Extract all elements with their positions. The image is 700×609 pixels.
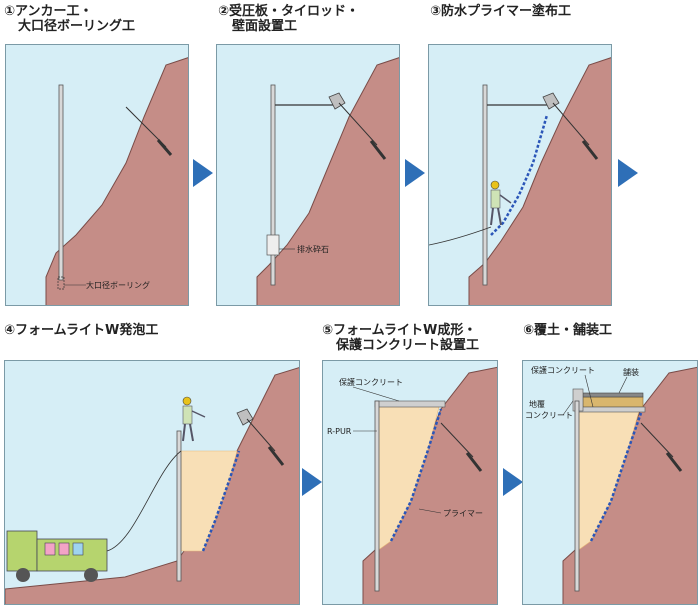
h-pile [574, 400, 580, 592]
panel-step-6: 保護コンクリート 舗装 地覆 コンクリート [522, 360, 698, 605]
anchor-body [267, 446, 285, 466]
pavement [582, 392, 644, 398]
truck [6, 530, 108, 582]
panel-4-diagram [5, 367, 299, 604]
step-3-number: ③ [430, 4, 442, 19]
step-1-title-line2: 大口径ボーリング工 [18, 19, 136, 34]
protective-concrete [574, 406, 646, 413]
h-pile [176, 430, 182, 582]
boring-hole [57, 276, 65, 290]
step-2-title-line1: 受圧板・タイロッド・ [229, 4, 360, 19]
ground-slope [468, 57, 611, 305]
label-curb-line1: 地覆 [529, 399, 545, 409]
anchor-body [369, 140, 387, 160]
panel-1-diagram: 大口径ボーリング [45, 57, 188, 305]
step-3-title-line1: 防水プライマー塗布工 [441, 4, 572, 19]
anchor-body [156, 139, 173, 156]
panel-step-2: 排水砕石 [216, 44, 400, 306]
step-6-title: ⑥覆土・舗装工 [523, 323, 612, 338]
anchor-body [465, 452, 483, 472]
label-pavement: 舗装 [623, 367, 639, 377]
panel-5-diagram: 保護コンクリート R-PUR プライマー [327, 366, 497, 604]
arrow-right-icon [503, 468, 523, 496]
hose [429, 226, 492, 246]
arrow-right-icon [302, 468, 322, 496]
step-1-number: ① [4, 4, 16, 19]
step-2-title: ②受圧板・タイロッド・ 壁面設置工 [218, 4, 359, 34]
step-6-title-line1: 覆土・舗装工 [534, 323, 613, 338]
panel-3-diagram [429, 57, 611, 305]
step-2-title-line2: 壁面設置工 [232, 19, 298, 34]
step-5-number: ⑤ [322, 323, 334, 338]
step-1-title-line1: アンカー工・ [15, 4, 93, 19]
panel-2-diagram: 排水砕石 [256, 57, 399, 305]
anchor-tendon [338, 102, 378, 146]
label-primer: プライマー [443, 509, 483, 518]
arrow-right-icon [193, 159, 213, 187]
h-pile [270, 84, 276, 286]
step-4-title-line1: フォームライトW発泡工 [15, 323, 159, 338]
ground-slope [256, 57, 399, 305]
arrow-right-icon [618, 159, 638, 187]
h-pile [58, 84, 64, 281]
primer-coating [490, 114, 549, 236]
label-protective-concrete: 保護コンクリート [339, 377, 403, 387]
label-r-pur: R-PUR [327, 427, 352, 436]
label-drain-gravel: 排水砕石 [297, 244, 329, 254]
step-4-number: ④ [4, 323, 16, 338]
primer-coating [589, 412, 643, 542]
protective-concrete [374, 400, 446, 408]
arrow-right-icon [405, 159, 425, 187]
anchor-tendon [440, 422, 474, 458]
h-pile [374, 400, 380, 592]
primer-coating [201, 450, 241, 552]
panel-step-3 [428, 44, 612, 306]
step-6-number: ⑥ [523, 323, 535, 338]
step-3-title: ③防水プライマー塗布工 [430, 4, 571, 19]
label-protective-concrete: 保護コンクリート [531, 365, 595, 375]
label-curb-line2: コンクリート [525, 411, 573, 420]
step-4-title: ④フォームライトW発泡工 [4, 323, 158, 338]
anchor-body [665, 452, 683, 472]
ground-slope [45, 57, 188, 305]
panel-step-1: 大口径ボーリング [5, 44, 189, 306]
anchor-tendon [640, 422, 674, 458]
anchor-body [581, 140, 599, 160]
h-pile [482, 84, 488, 286]
hose [106, 450, 182, 552]
step-5-title-line2: 保護コンクリート設置工 [336, 338, 480, 353]
panel-6-diagram: 保護コンクリート 舗装 地覆 コンクリート [525, 365, 697, 604]
worker-figure [490, 180, 512, 226]
anchor-tendon [552, 102, 590, 146]
step-5-title: ⑤フォームライトW成形・ 保護コンクリート設置工 [322, 323, 479, 353]
anchor-tendon [246, 418, 276, 452]
worker-figure [182, 396, 206, 442]
drain-gravel [266, 234, 280, 256]
step-1-title: ①アンカー工・ 大口径ボーリング工 [4, 4, 135, 34]
primer-coating [389, 408, 443, 542]
step-5-title-line1: フォームライトW成形・ [333, 323, 477, 338]
label-large-boring: 大口径ボーリング [86, 280, 150, 290]
panel-step-5: 保護コンクリート R-PUR プライマー [322, 360, 498, 605]
panel-step-4 [4, 360, 300, 605]
step-2-number: ② [218, 4, 230, 19]
